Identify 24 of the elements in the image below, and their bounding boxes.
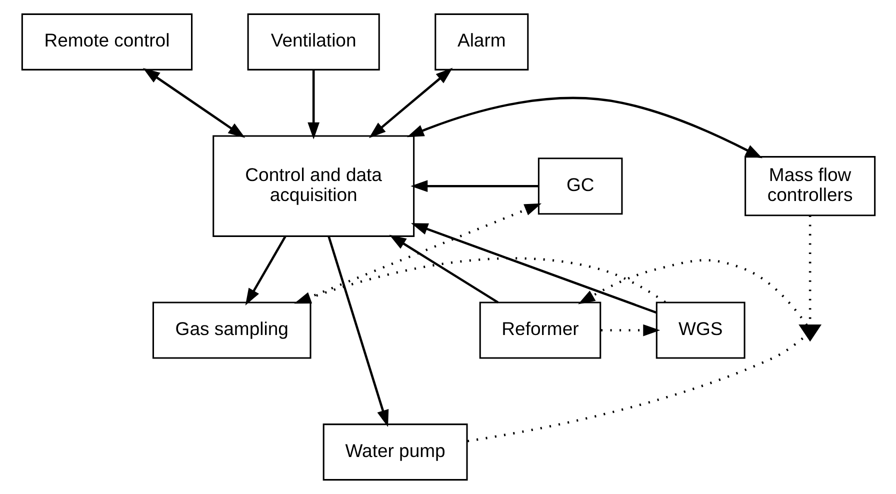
node-box: WGS: [655, 302, 745, 359]
arrow: [142, 68, 245, 138]
arrow: [600, 324, 660, 336]
arrow: [327, 236, 388, 427]
node-box: Alarm: [434, 13, 528, 70]
node-box: Control and data acquisition: [212, 135, 414, 237]
arrow: [368, 68, 452, 138]
arrow: [410, 180, 538, 192]
node-box: Remote control: [20, 13, 192, 70]
arrow: [388, 234, 498, 304]
node-box: Reformer: [478, 302, 601, 359]
node-box: Water pump: [322, 424, 468, 481]
arrow: [296, 203, 542, 304]
arrow: [406, 96, 762, 158]
arrow: [294, 257, 666, 304]
node-box: Mass flow controllers: [744, 156, 876, 216]
arrow: [244, 236, 286, 306]
arrow: [307, 70, 320, 140]
node-box: Ventilation: [246, 13, 380, 70]
node-valve: [798, 324, 822, 342]
node-box: Gas sampling: [152, 302, 311, 359]
arrow: [410, 223, 656, 314]
node-box: GC: [537, 158, 622, 215]
arrow: [578, 259, 808, 326]
